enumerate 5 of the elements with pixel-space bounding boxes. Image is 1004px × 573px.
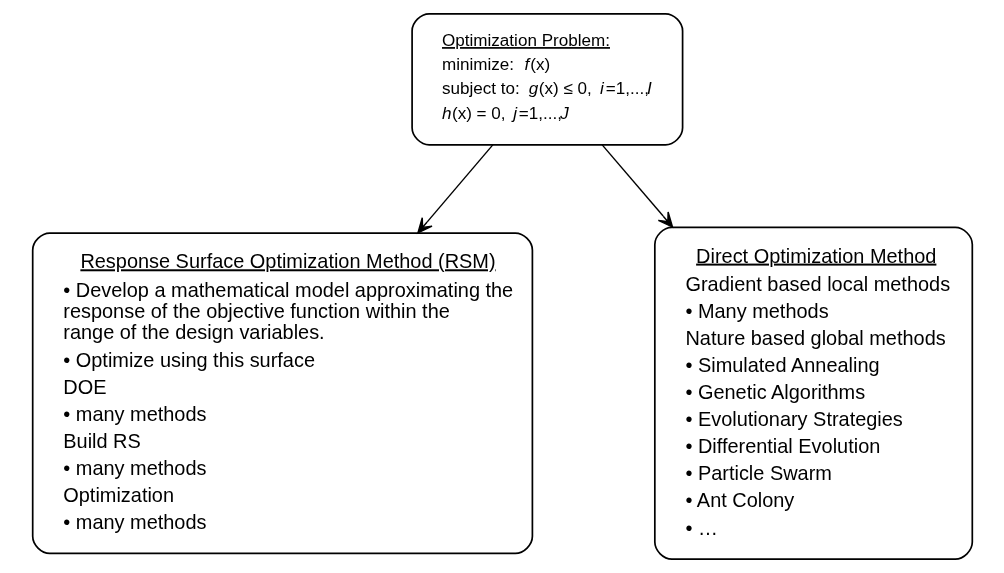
- node-box: Optimization Problem: minimize: f(x) subject to: g(x) ≤ 0, i=1,...,I h(x) = 0, j=1,...,J: [410, 13, 683, 146]
- node-box: Response Surface Optimization Method (RSM) • Develop a mathematical model approximating the response of the objective function within the range of the design variables. • Optimize using this surface DOE • many methods Build RS • many methods Optimization • many methods: [31, 232, 533, 555]
- arrow: [416, 144, 493, 234]
- node-box: Direct Optimization Method Gradient based local methods • Many methods Nature based global methods • Simulated Annealing • Genetic Algorithms • Evolutionary Strategies • Differential Evolution • Particle Swarm • Ant Colony • …: [653, 226, 973, 560]
- arrow: [600, 144, 673, 228]
